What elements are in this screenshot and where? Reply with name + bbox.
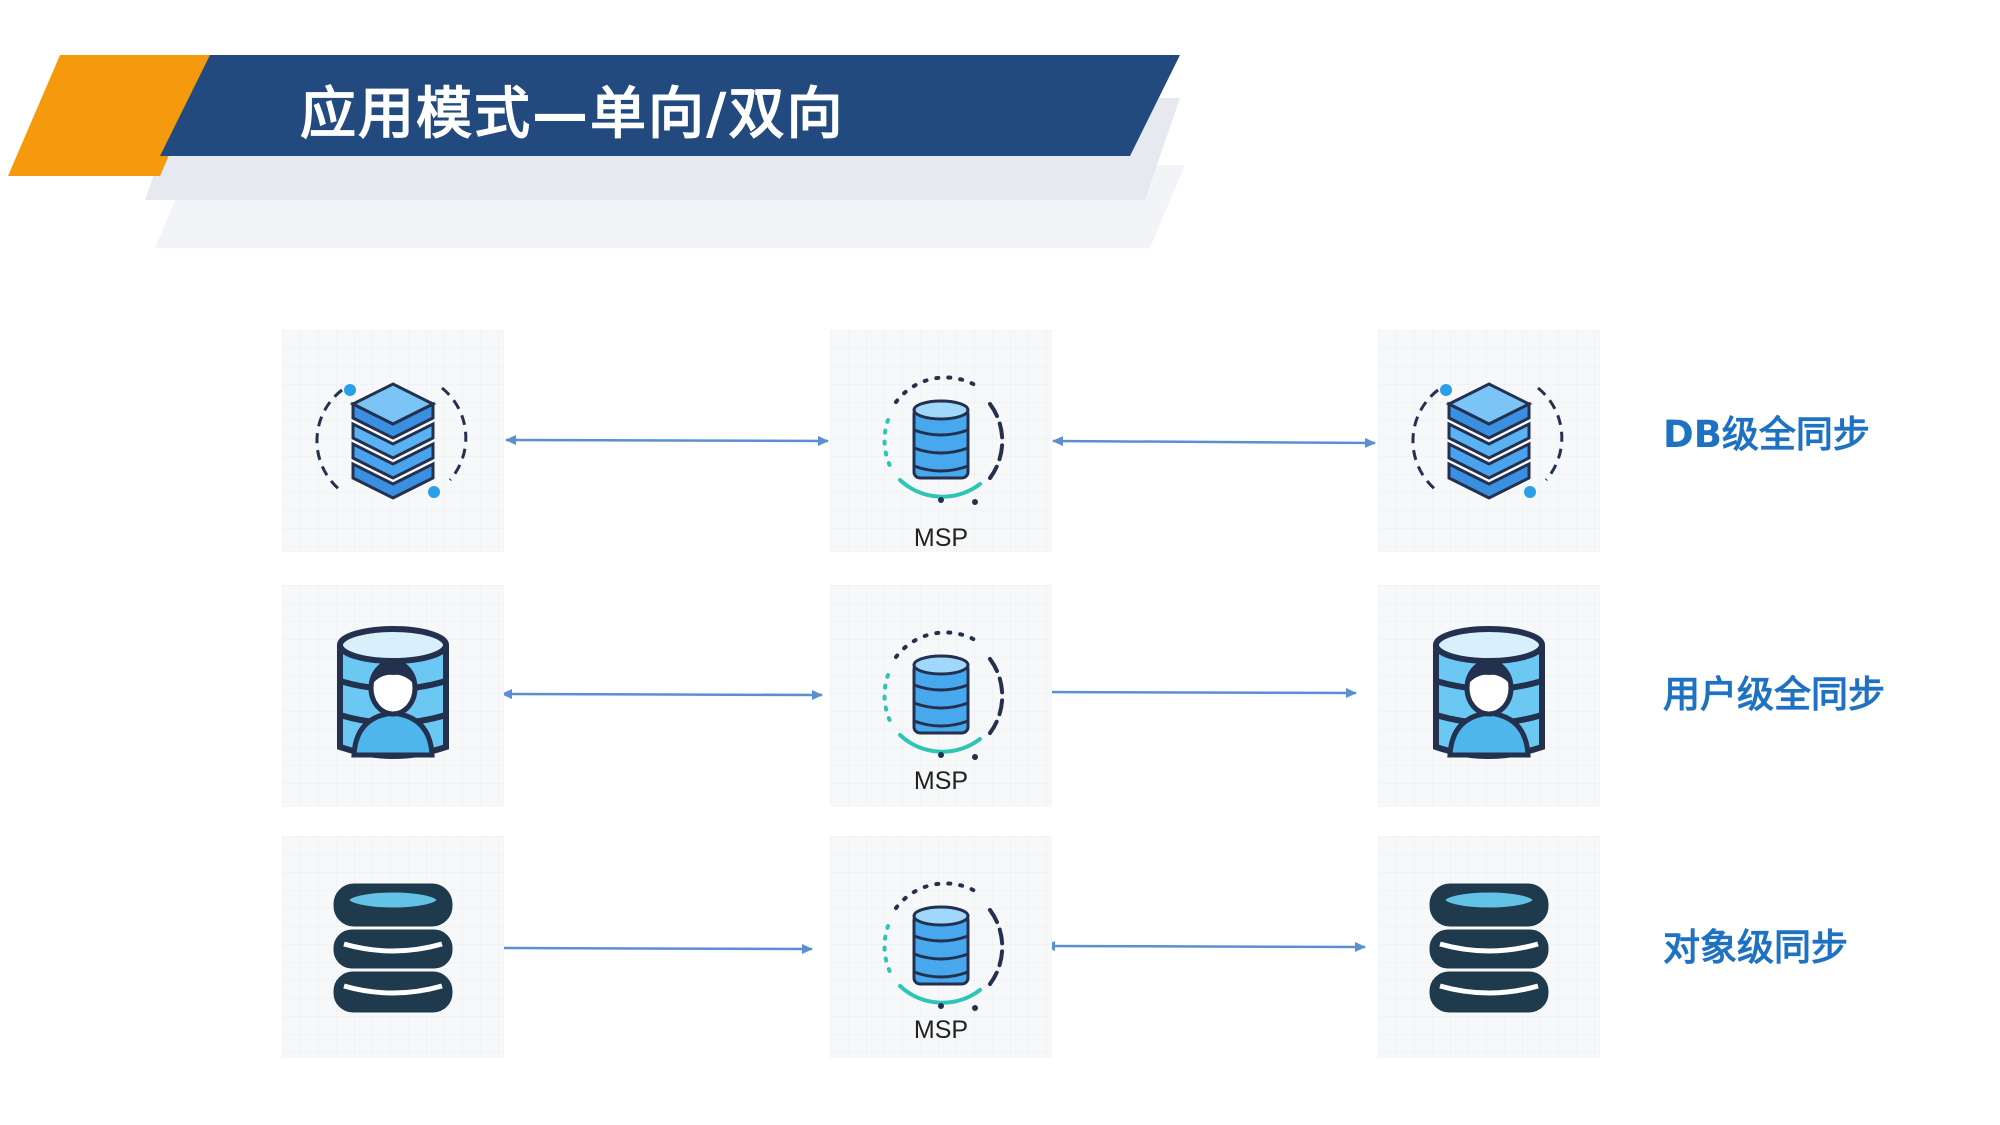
page-title: 应用模式—单向/双向 bbox=[300, 82, 845, 147]
row1-left-tile bbox=[282, 330, 504, 552]
row2-right-tile bbox=[1378, 585, 1600, 807]
title-banner bbox=[8, 55, 1185, 248]
user-db-icon bbox=[1433, 626, 1545, 759]
row3-left-tile bbox=[282, 836, 504, 1058]
row-label-object-sync: 对象级同步 bbox=[1663, 926, 1848, 969]
arrow-row2-right bbox=[1033, 687, 1357, 698]
msp-icon bbox=[882, 881, 1005, 1011]
arrow-row3-left bbox=[491, 943, 813, 954]
banner-blue-band bbox=[160, 55, 1180, 156]
database-icon bbox=[333, 883, 453, 1013]
msp-label: MSP bbox=[913, 1016, 969, 1044]
row3-right-tile bbox=[1378, 836, 1600, 1058]
msp-label: MSP bbox=[913, 524, 969, 552]
row1-right-tile bbox=[1378, 330, 1600, 552]
stacked-db-icon bbox=[315, 382, 468, 500]
arrow-row3-right bbox=[1044, 941, 1366, 952]
arrow-row1-right bbox=[1052, 436, 1376, 448]
row2-left-tile bbox=[282, 585, 504, 807]
row-label-user-sync: 用户级全同步 bbox=[1663, 673, 1885, 716]
arrow-row1-left bbox=[505, 435, 829, 446]
database-icon bbox=[1429, 883, 1549, 1013]
arrow-row2-left bbox=[501, 689, 823, 700]
msp-label: MSP bbox=[913, 767, 969, 795]
msp-icon bbox=[882, 375, 1005, 505]
banner-orange-accent bbox=[8, 55, 212, 176]
row-label-db-sync: DB级全同步 bbox=[1663, 413, 1870, 456]
msp-icon bbox=[882, 630, 1005, 760]
row2-center-tile: MSP bbox=[830, 585, 1052, 807]
row3-center-tile: MSP bbox=[830, 836, 1052, 1058]
row1-center-tile: MSP bbox=[830, 330, 1052, 552]
user-db-icon bbox=[337, 626, 449, 759]
stacked-db-icon bbox=[1411, 382, 1564, 500]
